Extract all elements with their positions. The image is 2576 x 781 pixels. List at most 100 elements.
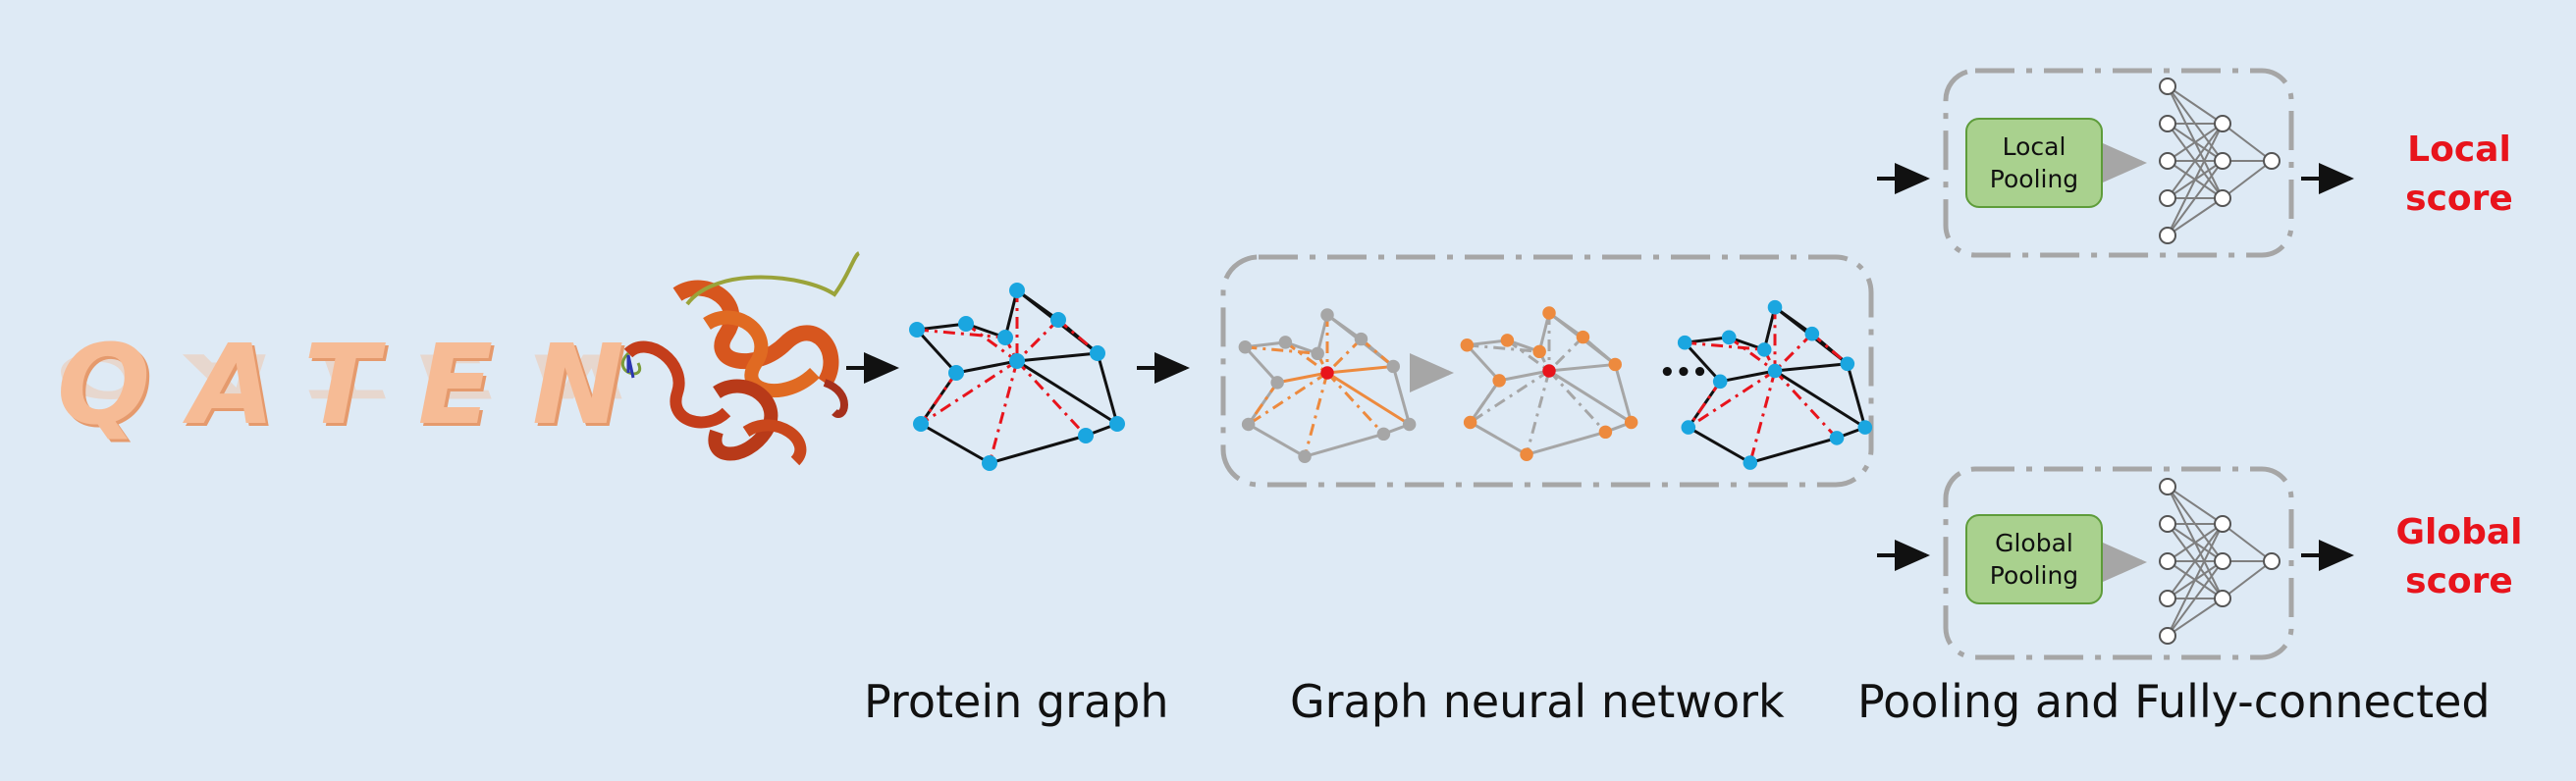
graph-edge: [1749, 436, 1838, 465]
graph-edge: [955, 359, 1018, 375]
graph-node: [1712, 374, 1728, 390]
graph-edge: [1846, 363, 1867, 429]
graph-dashed-edge: [1015, 318, 1060, 363]
graph-dashed-edge: [1284, 340, 1328, 375]
graph-node: [1743, 455, 1758, 470]
graph-node: [1298, 449, 1312, 464]
graph-edge: [1548, 362, 1616, 373]
gnn-graph-1: [1238, 308, 1417, 464]
graph-edge: [1304, 432, 1384, 458]
graph-node: [1402, 417, 1417, 432]
fc-neuron: [2159, 515, 2176, 533]
graph-dashed-edge: [916, 328, 1006, 339]
fc-neuron: [2214, 552, 2231, 570]
graph-dashed-edge: [1303, 372, 1329, 457]
fc-connection: [2167, 598, 2224, 637]
graph-node: [1767, 363, 1783, 379]
graph-node: [1311, 346, 1324, 361]
graph-node: [1386, 359, 1400, 374]
global-pooling-label-1: Global: [1995, 529, 2073, 557]
graph-edge: [1466, 343, 1501, 382]
graph-node: [1320, 366, 1334, 380]
graph-node: [1840, 356, 1855, 372]
graph-node: [913, 416, 929, 432]
fc-connection: [2167, 560, 2224, 637]
graph-node: [1320, 308, 1334, 322]
graph-dashed-edge: [1506, 338, 1550, 373]
protein-graph: [909, 283, 1125, 471]
graph-node: [1576, 330, 1590, 344]
graph-node: [1354, 332, 1368, 346]
fc-neuron: [2159, 590, 2176, 607]
graph-node: [1767, 299, 1783, 315]
graph-edge: [1537, 312, 1551, 352]
graph-node: [1608, 357, 1622, 372]
global-container: [1943, 466, 2294, 660]
graph-node: [1500, 334, 1515, 347]
fc-neuron: [2159, 227, 2176, 244]
gnn-container: [1220, 254, 1874, 488]
graph-dashed-edge: [1245, 345, 1318, 355]
graph-edge: [920, 422, 991, 465]
graph-node: [1532, 344, 1546, 359]
graph-dashed-edge: [1015, 359, 1088, 438]
global-pooling-label-2: Pooling: [1989, 561, 2079, 590]
graph-dashed-edge: [1773, 369, 1839, 440]
local-container: [1943, 68, 2294, 258]
fc-neuron: [2263, 152, 2281, 170]
local-fc-network: [2159, 78, 2281, 244]
graph-edge: [989, 434, 1087, 465]
fc-connection: [2167, 85, 2224, 125]
graph-dashed-edge: [965, 322, 1018, 363]
fc-neuron: [2159, 478, 2176, 495]
graph-edge: [1096, 352, 1119, 425]
graph-node: [1804, 326, 1820, 341]
graph-edge: [1315, 314, 1329, 354]
graph-node: [1756, 342, 1772, 357]
fc-neuron: [2263, 552, 2281, 570]
fc-neuron: [2159, 78, 2176, 95]
graph-node: [1009, 353, 1025, 369]
graph-dashed-edge: [1247, 371, 1328, 426]
graph-node: [982, 455, 997, 471]
graph-node: [1542, 364, 1556, 378]
graph-node: [1009, 283, 1025, 298]
graph-dashed-edge: [1773, 333, 1813, 373]
graph-edge: [1244, 345, 1279, 384]
graph-node: [997, 330, 1013, 345]
graph-node: [958, 316, 974, 332]
graph-edge: [1016, 359, 1118, 426]
graph-node: [1857, 420, 1873, 435]
protein-structure: [620, 251, 861, 466]
graph-node: [1270, 376, 1284, 390]
label-pooling-fc: Pooling and Fully-connected: [1857, 675, 2491, 728]
local-pooling-label-1: Local: [2002, 132, 2066, 161]
graph-dashed-edge: [1582, 336, 1617, 366]
fc-neuron: [2159, 189, 2176, 207]
graph-edge: [1469, 421, 1528, 456]
graph-node: [1829, 431, 1845, 445]
graph-node: [1542, 306, 1556, 320]
graph-node: [1721, 330, 1737, 345]
graph-edge: [1326, 364, 1394, 375]
graph-edge: [1247, 423, 1306, 458]
graph-node: [1090, 345, 1105, 361]
graph-edge: [1016, 351, 1099, 363]
graph-dashed-edge: [1247, 381, 1279, 426]
graph-edge: [1276, 371, 1328, 385]
graph-node: [1278, 336, 1293, 349]
fc-connection: [2222, 560, 2273, 599]
fc-neuron: [2159, 552, 2176, 570]
local-pooling-label-2: Pooling: [1989, 165, 2079, 193]
graph-edge: [916, 322, 967, 332]
ellipsis: •••: [1659, 358, 1708, 388]
graph-dashed-edge: [988, 360, 1019, 464]
graph-node: [1492, 374, 1506, 388]
graph-node: [1598, 425, 1613, 440]
graph-dashed-edge: [1360, 338, 1395, 368]
graph-dashed-edge: [1469, 369, 1550, 424]
